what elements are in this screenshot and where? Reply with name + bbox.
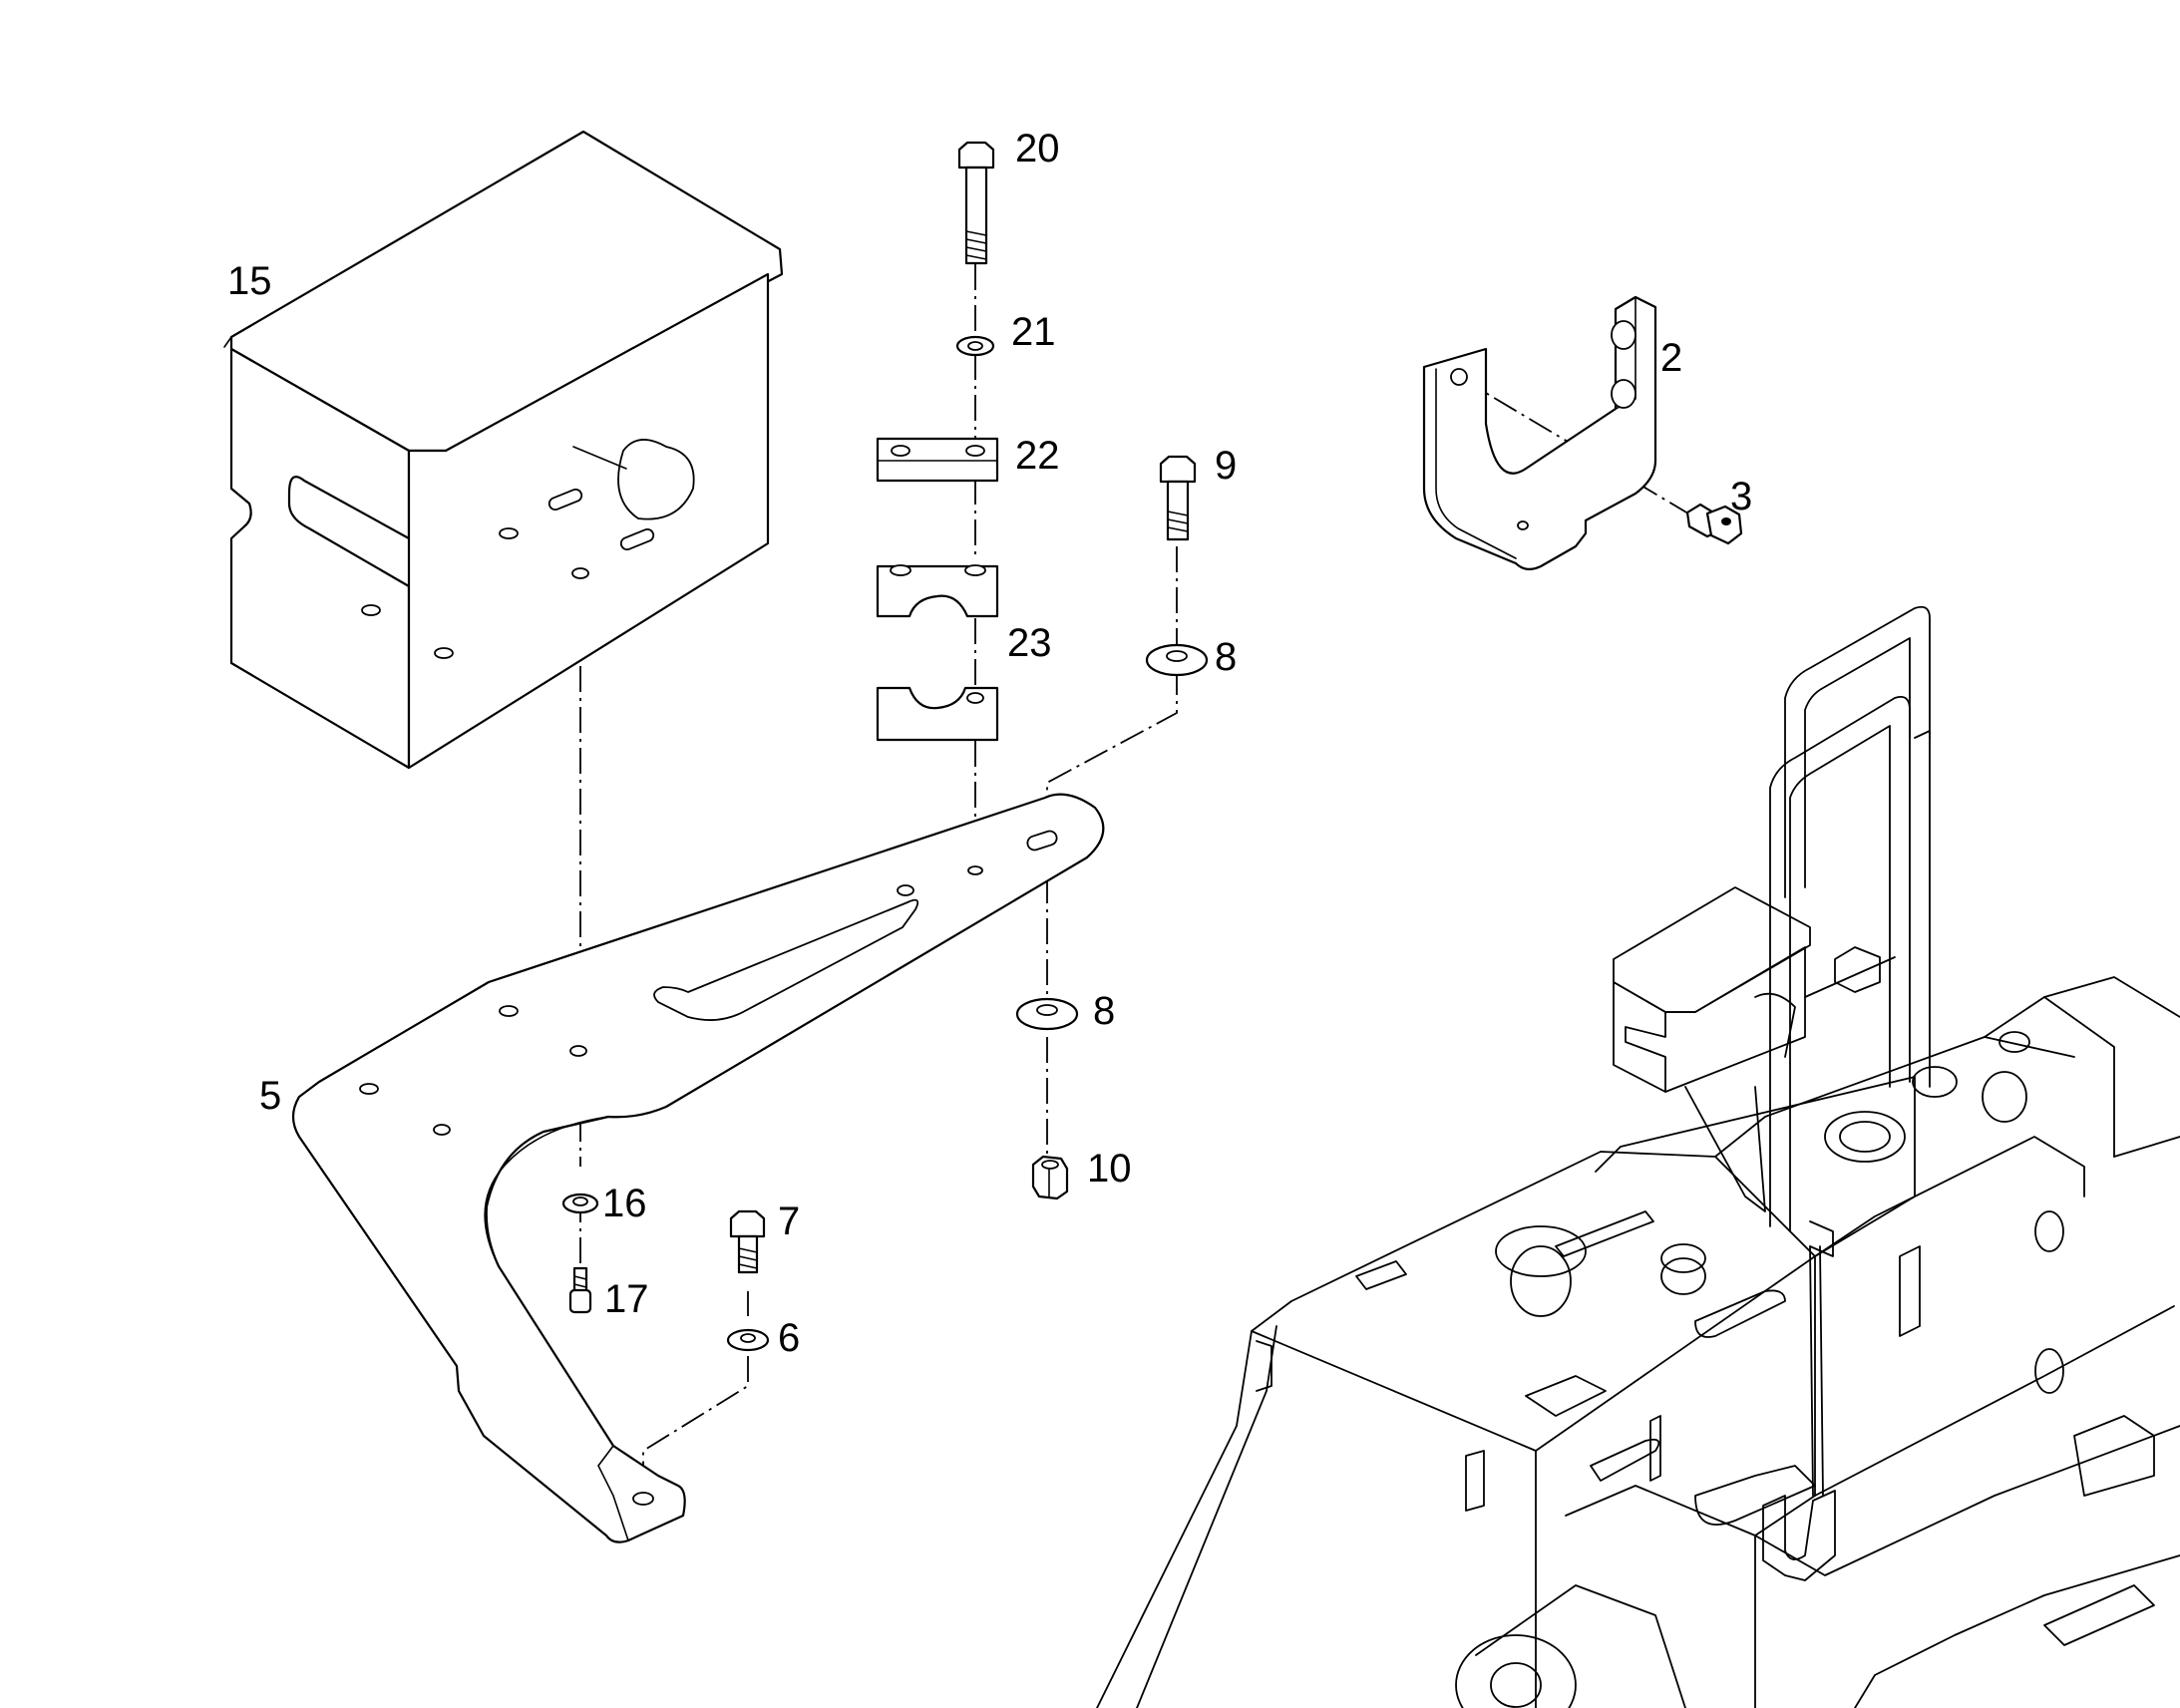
part-16-washer <box>561 1193 599 1214</box>
callout-2: 2 <box>1660 336 1682 380</box>
callout-15: 15 <box>227 259 272 303</box>
part-23-clamp-halves <box>876 564 999 742</box>
part-7-bolt <box>729 1209 766 1274</box>
part-9-bolt <box>1159 455 1197 541</box>
part-3-screw <box>1685 503 1743 545</box>
callout-8-upper: 8 <box>1215 635 1237 679</box>
callout-5: 5 <box>259 1074 281 1118</box>
part-20-bolt <box>957 141 995 265</box>
callout-20: 20 <box>1015 127 1060 171</box>
callout-8-lower: 8 <box>1093 989 1115 1033</box>
machine-context <box>1096 605 2180 1708</box>
part-21-washer <box>955 335 995 357</box>
part-10-nut <box>1031 1155 1069 1200</box>
callout-6: 6 <box>778 1316 800 1360</box>
part-5-bracket <box>291 793 1105 1543</box>
callout-9: 9 <box>1215 444 1237 488</box>
callout-23: 23 <box>1007 621 1052 665</box>
part-6-washer <box>726 1328 770 1352</box>
callout-22: 22 <box>1015 434 1060 478</box>
callout-17: 17 <box>604 1277 649 1321</box>
part-15-housing <box>223 130 784 770</box>
callout-3: 3 <box>1730 475 1752 518</box>
part-2-bracket <box>1422 295 1657 570</box>
callout-labels: 15 20 21 22 23 9 8 8 10 2 3 5 16 17 7 6 <box>227 127 1752 1360</box>
callout-16: 16 <box>602 1182 647 1225</box>
callout-10: 10 <box>1087 1147 1132 1191</box>
part-8-washer-lower <box>1015 997 1079 1031</box>
callout-7: 7 <box>778 1199 800 1243</box>
part-17-screw <box>568 1266 592 1314</box>
callout-21: 21 <box>1011 310 1056 354</box>
part-8-washer-upper <box>1145 643 1209 677</box>
part-22-clamp-plate <box>876 437 999 483</box>
